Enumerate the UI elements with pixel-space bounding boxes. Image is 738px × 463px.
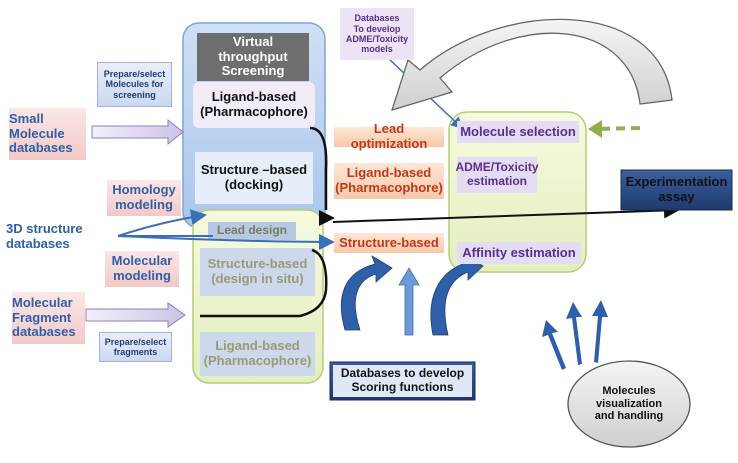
lo-ligand-based: Ligand-based (Pharmacophore) [334,163,444,199]
prepare-molecules-label: Prepare/select Molecules for screening [97,62,172,107]
small-molecule-arrow [91,118,184,146]
homology-modeling-label: Homology modeling [107,180,181,216]
scoring-function-databases: Databases to develop Scoring functions [340,366,465,394]
fragment-arrow [85,302,186,328]
molecular-fragment-databases: Molecular Fragment databases [12,292,85,344]
virtual-screening-title-box [197,33,309,81]
vs-structure-based-box [195,152,313,204]
vs-ligand-based-box [193,82,315,128]
visualization-ellipse [567,360,691,448]
ld-structure-based: Structure-based (design in situ) [207,256,308,286]
lo-structure-based: Structure-based [334,233,444,253]
experimentation-box [620,169,733,211]
ld-ligand-based-box [200,332,315,376]
affinity-estimation: Affinity estimation [457,242,581,264]
lead-design-title: Lead design [216,223,287,238]
adme-toxicity-databases: Databases To develop ADME/Toxicity model… [340,8,414,60]
lead-optimization-title: Lead optimization [334,121,444,151]
molecule-selection: Molecule selection [457,121,579,143]
experimentation-assay: Experimentation assay [625,174,728,204]
molecular-modeling-label: Molecular modeling [105,251,179,287]
ld-structure-based-box [200,248,315,296]
adme-toxicity-estimation: ADME/Toxicity estimation [455,157,539,193]
small-molecule-databases: Small Molecule databases [9,108,86,160]
ld-ligand-based: Ligand-based (Pharmacophore) [203,338,312,368]
3d-structure-databases: 3D structure databases [6,221,83,251]
virtual-screening-title: Virtual throughput Screening [218,33,288,79]
prepare-fragments-label: Prepare/select fragments [99,332,172,362]
molecules-visualization: Molecules visualization and handling [594,385,664,423]
lead-design-title-box [208,222,296,240]
feedback-curved-arrow [391,18,673,111]
vs-structure-based: Structure –based (docking) [200,162,308,192]
vs-ligand-based: Ligand-based (Pharmacophore) [200,89,308,119]
